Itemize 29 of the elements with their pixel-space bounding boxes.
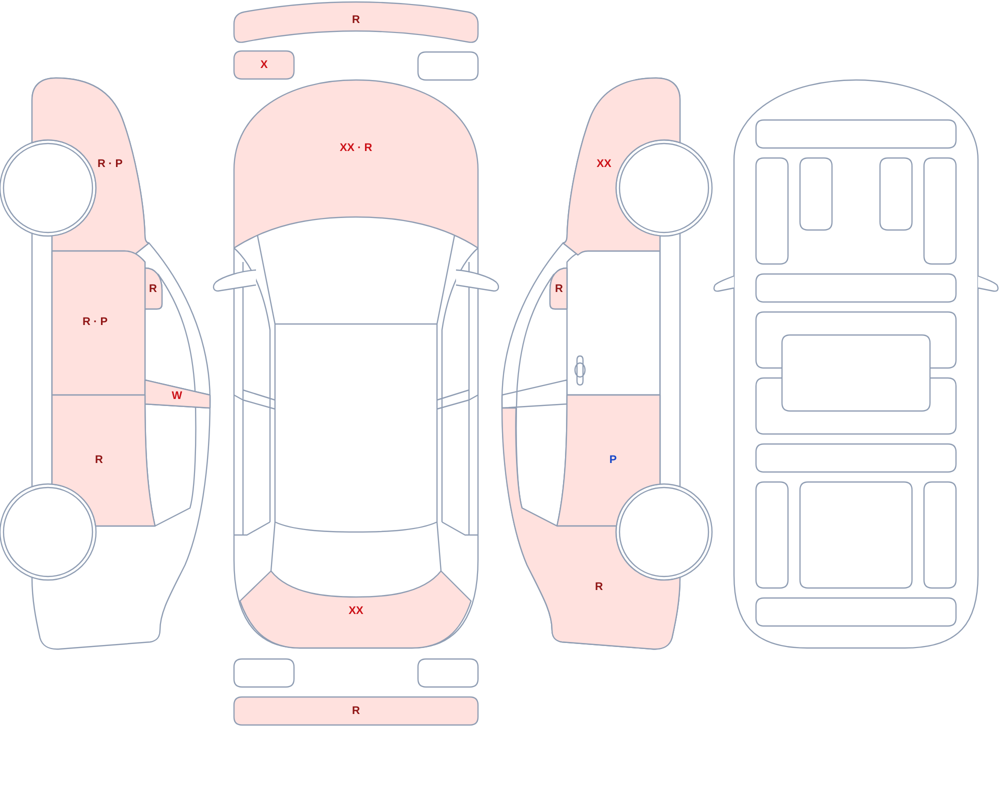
corner-panel bbox=[234, 659, 294, 687]
door-panel bbox=[52, 395, 155, 526]
fender-panel bbox=[563, 78, 680, 255]
damage-code: R bbox=[352, 14, 360, 26]
damage-code: P bbox=[609, 454, 617, 466]
corner-panel bbox=[234, 51, 294, 79]
damage-code: R bbox=[352, 705, 360, 717]
damage-code: R · P bbox=[97, 158, 123, 170]
damage-code: X bbox=[260, 59, 268, 71]
bumper-panel bbox=[234, 697, 478, 725]
damage-code: R bbox=[95, 454, 103, 466]
hood-panel bbox=[234, 80, 478, 248]
rear-panel bbox=[240, 571, 471, 648]
damage-code: R bbox=[149, 283, 157, 295]
damage-code: W bbox=[172, 390, 182, 402]
corner-panel bbox=[418, 659, 478, 687]
damage-code: R bbox=[555, 283, 563, 295]
damage-code: XX bbox=[596, 158, 612, 170]
damage-code: R · P bbox=[82, 316, 108, 328]
door-panel bbox=[52, 251, 145, 395]
window-strip bbox=[145, 380, 210, 408]
fender-panel bbox=[32, 78, 149, 255]
damage-code: XX · R bbox=[340, 142, 372, 154]
door-panel bbox=[557, 395, 660, 526]
mirror-panel bbox=[550, 268, 567, 309]
bumper-panel bbox=[234, 2, 478, 44]
corner-panel bbox=[418, 52, 478, 80]
damage-code: XX bbox=[348, 605, 364, 617]
damage-code: R bbox=[595, 581, 603, 593]
